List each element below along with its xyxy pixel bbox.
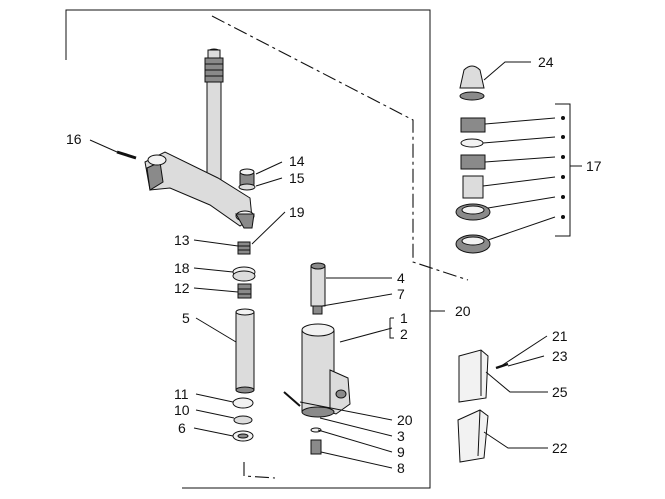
cover-25	[458, 349, 489, 403]
rings-left	[232, 397, 254, 442]
callout-22: 22	[552, 440, 568, 456]
callout-19: 19	[289, 204, 305, 220]
pin-4	[310, 262, 326, 315]
callout-16: 16	[66, 131, 82, 147]
callout-14: 14	[289, 153, 305, 169]
callout-11: 11	[174, 386, 189, 402]
alignment-line	[211, 15, 469, 479]
cap-24	[459, 65, 485, 101]
bolt-16	[116, 150, 137, 160]
spring-stack-left	[232, 241, 256, 299]
callout-labels: 16 14 15 19 13 18 12 5 11 10 6 4 7 1 2 2…	[66, 54, 602, 476]
nut-14-15	[238, 168, 256, 191]
callout-5: 5	[182, 310, 190, 326]
screw-8-9	[310, 427, 322, 455]
tube-5	[235, 308, 255, 394]
triple-clamp	[144, 151, 255, 229]
screws-21-23	[495, 362, 509, 370]
callout-10: 10	[174, 402, 190, 418]
callout-4: 4	[397, 270, 405, 286]
callout-15: 15	[289, 170, 305, 186]
callout-20: 20	[397, 412, 413, 428]
steering-stem	[204, 48, 224, 191]
assembly-bracket	[65, 9, 445, 489]
callout-17: 17	[586, 158, 602, 174]
callout-21: 21	[552, 328, 568, 344]
plate-22	[457, 409, 489, 463]
callout-8: 8	[397, 460, 405, 476]
fork-body-1-2	[283, 323, 351, 418]
callout-6: 6	[178, 420, 186, 436]
callout-2: 2	[400, 326, 408, 342]
callout-25: 25	[552, 384, 568, 400]
callout-7: 7	[397, 286, 405, 302]
callout-20-assembly: 20	[455, 303, 471, 319]
leader-lines	[89, 61, 556, 469]
callout-13: 13	[174, 232, 190, 248]
callout-9: 9	[397, 444, 405, 460]
callout-18: 18	[174, 260, 190, 276]
bearing-stack-17	[455, 117, 491, 254]
callout-3: 3	[397, 428, 405, 444]
callout-23: 23	[552, 348, 568, 364]
callout-24: 24	[538, 54, 554, 70]
callout-1: 1	[400, 310, 408, 326]
callout-12: 12	[174, 280, 190, 296]
group-bracket-17	[555, 103, 582, 237]
